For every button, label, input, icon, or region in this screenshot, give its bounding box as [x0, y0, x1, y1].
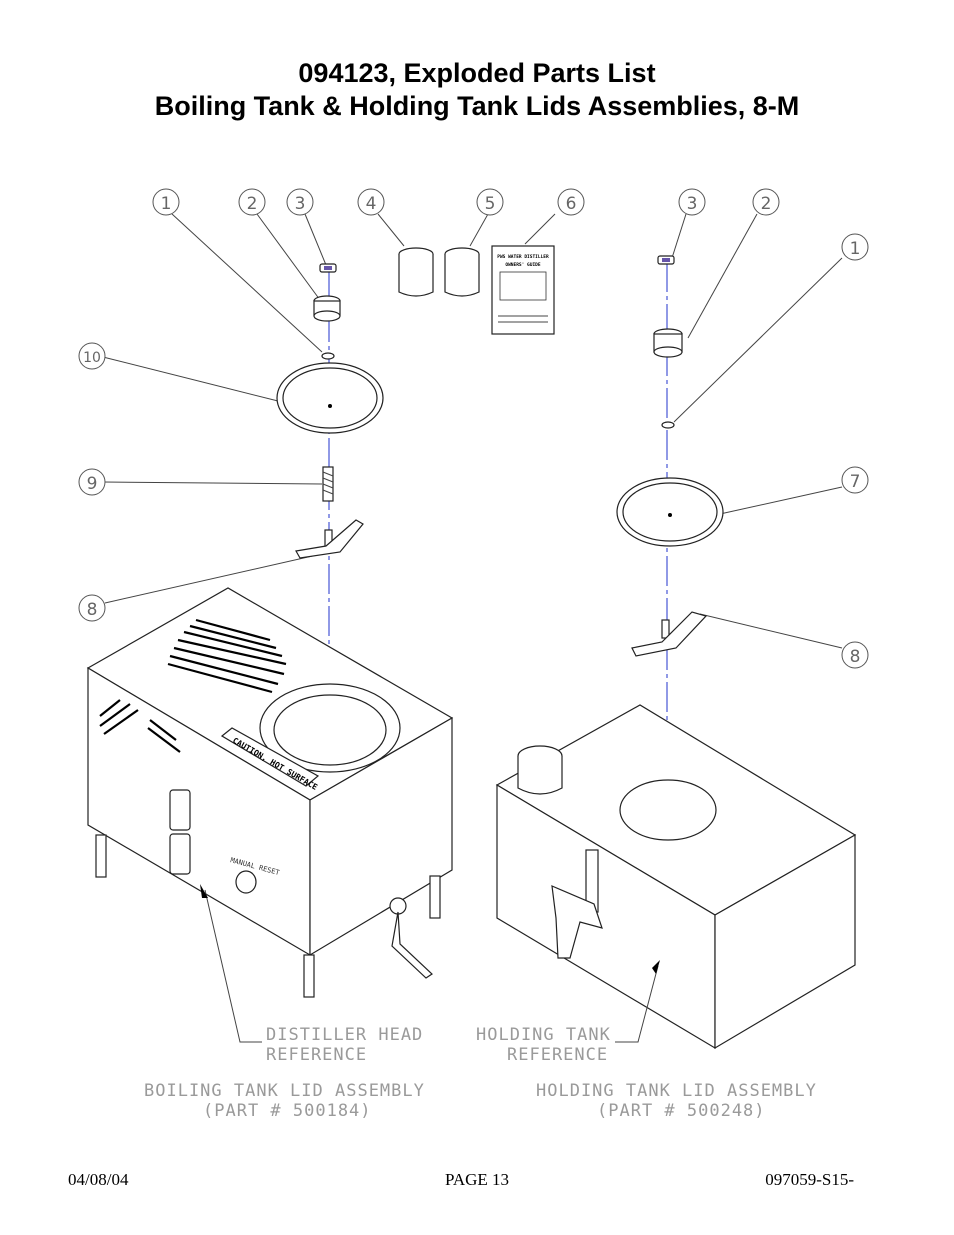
distiller-head-reference-line1: DISTILLER HEAD: [266, 1025, 423, 1045]
holding-assembly-line1: HOLDING TANK LID ASSEMBLY: [536, 1081, 817, 1101]
balloon-right-2: 2: [761, 194, 772, 214]
balloon-right-1: 1: [850, 239, 861, 259]
part-2-nut-left: [313, 295, 341, 322]
part-8-bracket-right: [631, 611, 708, 657]
page-title-line2: Boiling Tank & Holding Tank Lids Assembl…: [154, 91, 800, 121]
part-1-washer-left: [321, 352, 335, 360]
balloon-left-10: 10: [83, 350, 101, 366]
balloon-left-8: 8: [87, 600, 98, 620]
part-9-spring: [322, 466, 334, 502]
part-8-bracket-left: [295, 519, 364, 559]
balloon-left-3: 3: [295, 194, 306, 214]
holding-assembly-line2: (PART # 500248): [597, 1101, 766, 1121]
balloon-left-9: 9: [87, 474, 98, 494]
part-6-owners-guide: PWS WATER DISTILLER OWNERS' GUIDE: [491, 245, 555, 335]
part-2-nut-right: [653, 328, 683, 358]
part-3-cap-right: [657, 255, 675, 265]
boiling-assembly-line2: (PART # 500184): [203, 1101, 372, 1121]
balloons: 1 2 3 4 5 6 10 9 8 3 2 1 7 8: [78, 188, 869, 669]
page-title-line1: 094123, Exploded Parts List: [298, 58, 656, 88]
balloon-left-5: 5: [485, 194, 496, 214]
footer-page-number: PAGE 13: [444, 1170, 510, 1189]
part-1-washer-right: [661, 421, 675, 429]
footer-doc-number: 097059-S15-: [765, 1170, 854, 1189]
part-3-cap-left: [319, 263, 337, 273]
holding-tank-body: [495, 704, 857, 1050]
boiling-tank-body: MANUAL RESET CAUTION, HOT SURFACE: [86, 587, 454, 998]
balloon-right-7: 7: [850, 472, 861, 492]
part-4-container: [398, 247, 434, 297]
footer-date: 04/08/04: [68, 1170, 129, 1189]
part-5-container: [444, 247, 480, 297]
balloon-right-8: 8: [850, 647, 861, 667]
holding-tank-reference-line2: REFERENCE: [507, 1045, 608, 1065]
holding-tank-reference-line1: HOLDING TANK: [476, 1025, 611, 1045]
part-10-lid: [276, 362, 384, 434]
boiling-assembly-line1: BOILING TANK LID ASSEMBLY: [144, 1081, 425, 1101]
balloon-left-4: 4: [366, 194, 377, 214]
balloon-left-1: 1: [161, 194, 172, 214]
balloon-right-3: 3: [687, 194, 698, 214]
owners-guide-line2: OWNERS' GUIDE: [505, 262, 541, 268]
exploded-parts-drawing: MANUAL RESET CAUTION, HOT SURFACE PWS WA…: [78, 188, 869, 1121]
balloon-left-6: 6: [566, 194, 577, 214]
part-7-lid: [616, 477, 724, 547]
distiller-head-reference-line2: REFERENCE: [266, 1045, 367, 1065]
balloon-left-2: 2: [247, 194, 258, 214]
owners-guide-line1: PWS WATER DISTILLER: [497, 254, 549, 260]
